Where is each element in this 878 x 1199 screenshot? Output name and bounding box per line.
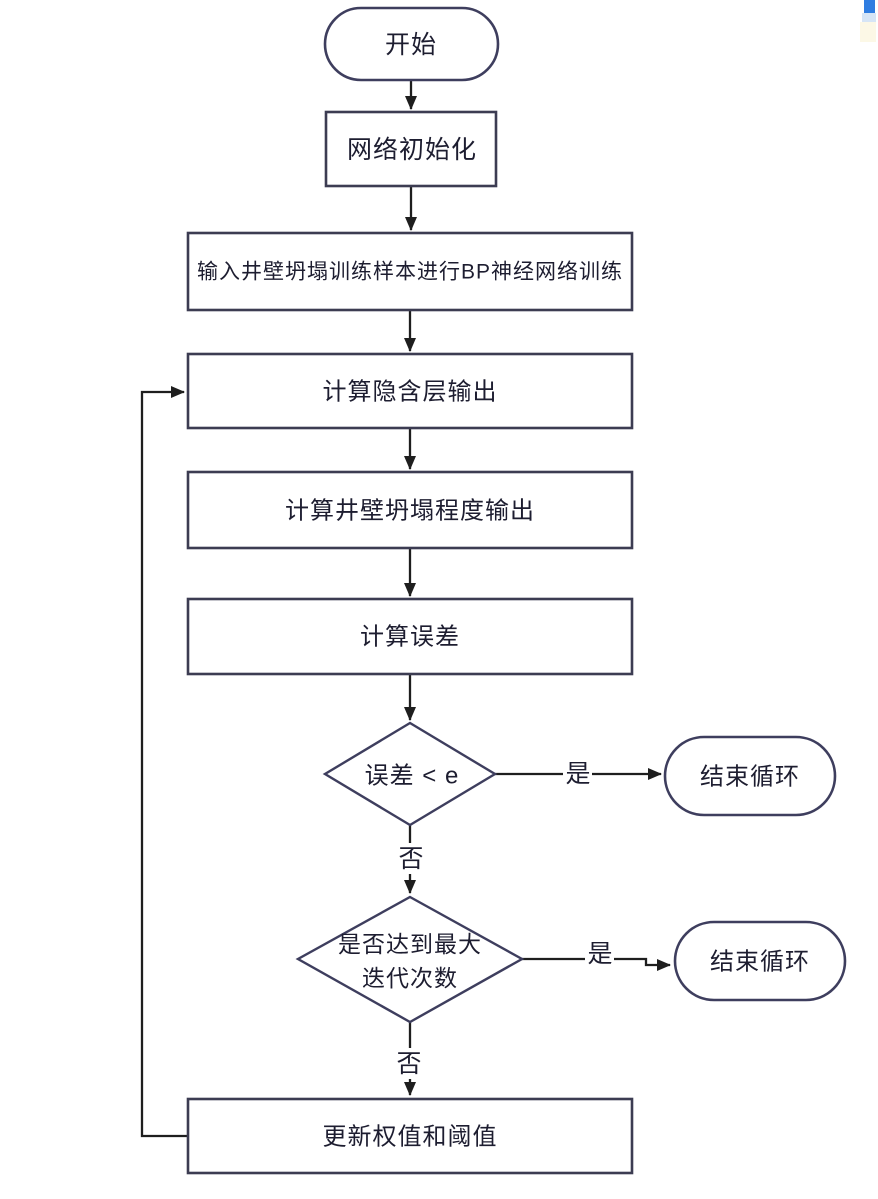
node-decision-error: 误差 < e (322, 721, 498, 827)
edge-label-max-iter-no: 否 (394, 1048, 423, 1079)
hidden-layer-output-box (186, 352, 634, 430)
edges (140, 80, 671, 1138)
scan-artifact-yellow-smudge (860, 22, 876, 42)
hidden-layer-output-label: 计算隐含层输出 (323, 379, 498, 406)
input-training-label: 输入井壁坍塌训练样本进行BP神经网络训练 (197, 261, 623, 284)
decision-error-diamond (322, 721, 498, 827)
end-loop-1-label: 结束循环 (700, 764, 800, 791)
update-weights-label: 更新权值和阈值 (323, 1124, 498, 1151)
node-decision-max-iterations: 是否达到最大 迭代次数 (295, 895, 525, 1024)
start-terminator-shape (323, 6, 500, 82)
node-hidden-layer-output: 计算隐含层输出 (186, 352, 634, 430)
edge-label-max-iter-yes-bg (585, 938, 614, 969)
node-end-loop-1: 结束循环 (663, 735, 837, 817)
update-weights-box (186, 1097, 634, 1175)
edge-label-max-iter-yes-text: 是 (587, 940, 612, 968)
edge-label-max-iter-yes: 是 (585, 938, 614, 969)
edge-label-error-no-bg (396, 843, 425, 874)
node-compute-error: 计算误差 (186, 597, 634, 676)
edge-label-error-no-text: 否 (398, 845, 423, 873)
compute-error-box (186, 597, 634, 676)
edge-label-max-iter-no-text: 否 (396, 1050, 421, 1078)
edge-label-error-yes: 是 (563, 758, 592, 789)
node-collapse-degree-output: 计算井壁坍塌程度输出 (186, 470, 634, 550)
decision-error-label: 误差 < e (365, 763, 460, 790)
end-loop-1-terminator-shape (663, 735, 837, 817)
node-end-loop-2: 结束循环 (673, 920, 847, 1002)
node-input-training: 输入井壁坍塌训练样本进行BP神经网络训练 (186, 231, 634, 312)
network-init-box (324, 110, 498, 188)
decision-max-iterations-diamond (295, 895, 525, 1024)
edge-label-error-no: 否 (396, 843, 425, 874)
node-update-weights: 更新权值和阈值 (186, 1097, 634, 1175)
scan-artifact-light-blue (862, 13, 876, 22)
scan-artifact (860, 0, 876, 42)
input-training-box (186, 231, 634, 312)
compute-error-label: 计算误差 (360, 624, 460, 651)
start-label: 开始 (385, 31, 437, 59)
network-init-label: 网络初始化 (347, 136, 477, 164)
edge-label-error-yes-bg (563, 758, 592, 789)
collapse-degree-output-label: 计算井壁坍塌程度输出 (285, 498, 535, 525)
edge-update-feedback-to-hidden (140, 386, 188, 1138)
scan-artifact-blue-mark (864, 0, 875, 13)
collapse-degree-output-box (186, 470, 634, 550)
end-loop-2-label: 结束循环 (710, 949, 810, 976)
edge-decision2-yes-to-endloop2 (522, 957, 671, 971)
end-loop-2-terminator-shape (673, 920, 847, 1002)
decision-max-iterations-label-line1: 是否达到最大 (338, 931, 482, 957)
edge-label-error-yes-text: 是 (565, 760, 590, 788)
node-start: 开始 (323, 6, 500, 82)
decision-max-iterations-label-line2: 迭代次数 (362, 965, 458, 991)
node-network-init: 网络初始化 (324, 110, 498, 188)
edge-label-max-iter-no-bg (394, 1048, 423, 1079)
